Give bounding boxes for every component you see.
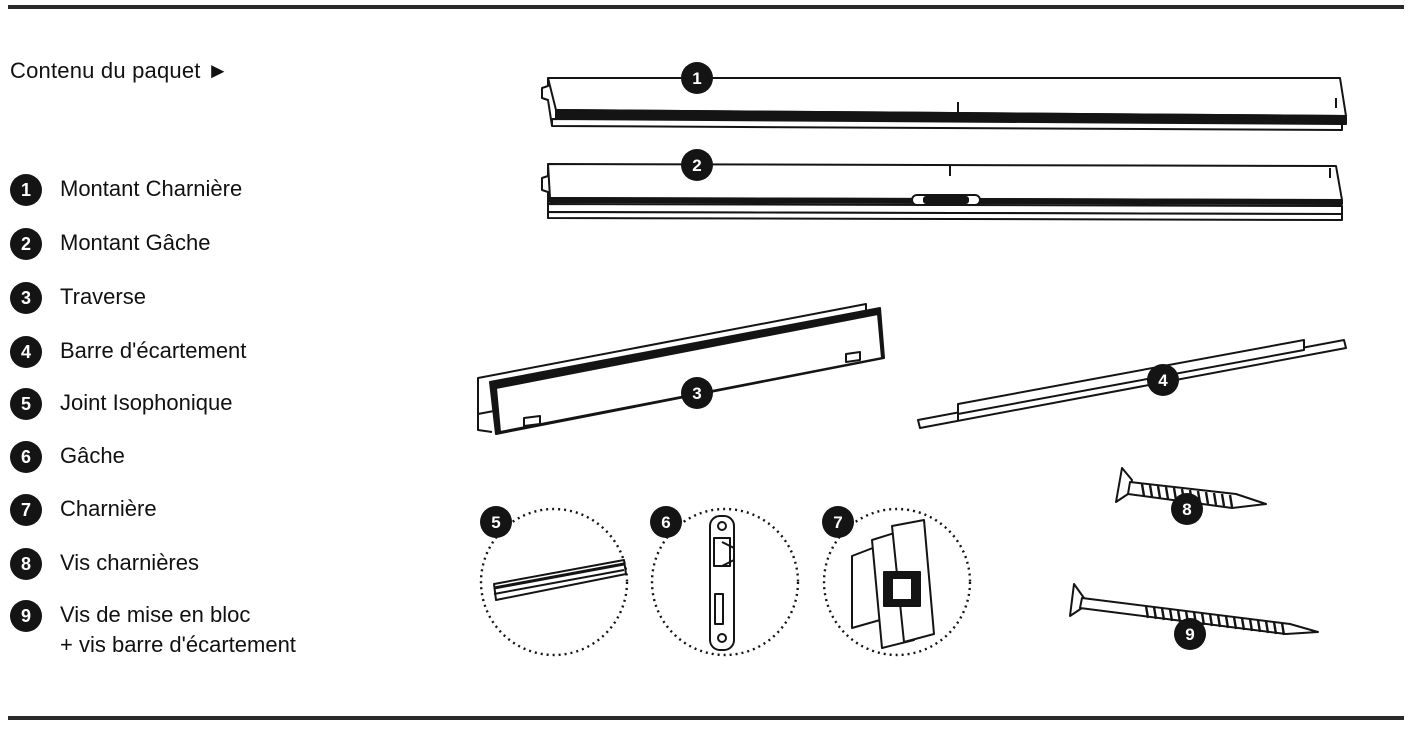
callout-4: 4 xyxy=(1147,364,1179,396)
callout-1: 1 xyxy=(681,62,713,94)
legend-label: Joint Isophonique xyxy=(60,390,233,415)
legend-label: Montant Gâche xyxy=(60,230,211,255)
callout-8: 8 xyxy=(1171,493,1203,525)
legend-label: Gâche xyxy=(60,443,125,468)
callout-number: 3 xyxy=(692,384,701,403)
callout-number: 5 xyxy=(491,513,500,532)
legend-item-1: 1 Montant Charnière xyxy=(10,174,242,206)
legend-label-line2: + vis barre d'écartement xyxy=(60,632,296,657)
callout-number: 2 xyxy=(692,156,701,175)
spacer-bar-drawing xyxy=(917,339,1347,429)
strike-plate-detail xyxy=(650,507,800,657)
legend-item-8: 8 Vis charnières xyxy=(10,548,199,580)
hinge-jamb-drawing xyxy=(541,77,1347,131)
legend-item-9: 9 Vis de mise en bloc + vis barre d'écar… xyxy=(10,600,296,660)
legend-item-5: 5 Joint Isophonique xyxy=(10,388,232,420)
concealed-hinge-detail xyxy=(822,507,972,657)
legend-item-7: 7 Charnière xyxy=(10,494,157,526)
legend-label: Montant Charnière xyxy=(60,176,243,201)
legend-label-line1: Vis de mise en bloc xyxy=(60,602,251,627)
strike-jamb-drawing xyxy=(541,163,1343,221)
legend-label: Barre d'écartement xyxy=(60,338,247,363)
callout-number: 8 xyxy=(1182,500,1191,519)
number-badge: 7 xyxy=(10,494,42,526)
legend-label: Traverse xyxy=(60,284,146,309)
callout-number: 1 xyxy=(692,69,701,88)
package-contents-heading: Contenu du paquet ► xyxy=(10,58,229,83)
callout-number: 4 xyxy=(1158,371,1168,390)
callout-2: 2 xyxy=(681,149,713,181)
hinge-screw-drawing xyxy=(1115,467,1267,509)
legend-item-6: 6 Gâche xyxy=(10,441,125,473)
legend-item-2: 2 Montant Gâche xyxy=(10,228,210,260)
callout-7: 7 xyxy=(822,506,854,538)
number-badge: 9 xyxy=(10,600,42,632)
top-rule xyxy=(8,5,1404,9)
bottom-rule xyxy=(8,716,1404,720)
number-badge: 3 xyxy=(10,282,42,314)
crosspiece-drawing xyxy=(477,303,885,435)
callout-number: 7 xyxy=(833,513,842,532)
callout-3: 3 xyxy=(681,377,713,409)
callout-number: 6 xyxy=(661,513,670,532)
legend-item-3: 3 Traverse xyxy=(10,282,146,314)
legend-label: Vis charnières xyxy=(60,550,199,575)
callout-9: 9 xyxy=(1174,618,1206,650)
number-badge: 4 xyxy=(10,336,42,368)
acoustic-seal-detail xyxy=(479,507,629,657)
legend-label: Charnière xyxy=(60,496,157,521)
legend-label: Vis de mise en bloc + vis barre d'écarte… xyxy=(60,600,296,660)
number-badge: 2 xyxy=(10,228,42,260)
callout-5: 5 xyxy=(480,506,512,538)
number-badge: 1 xyxy=(10,174,42,206)
callout-6: 6 xyxy=(650,506,682,538)
number-badge: 5 xyxy=(10,388,42,420)
number-badge: 8 xyxy=(10,548,42,580)
assembly-screw-drawing xyxy=(1069,583,1319,636)
legend-item-4: 4 Barre d'écartement xyxy=(10,336,246,368)
callout-number: 9 xyxy=(1185,625,1194,644)
number-badge: 6 xyxy=(10,441,42,473)
